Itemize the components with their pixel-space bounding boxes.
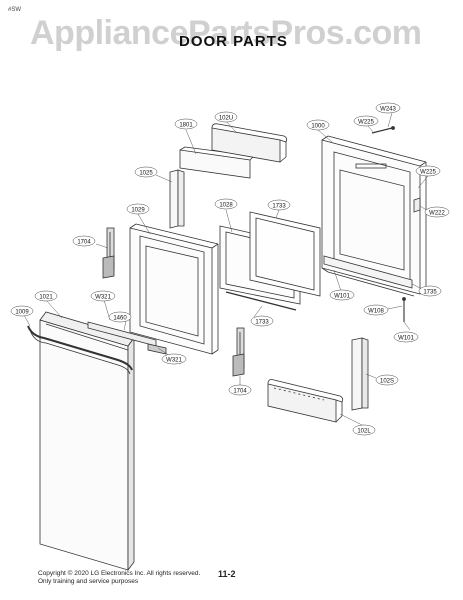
callout-w101-bottom-text: W101 [398, 336, 414, 342]
callout-1029: 1029 [126, 203, 150, 215]
callout-1009: 1009 [10, 305, 34, 317]
callout-1733-bottom-text: 1733 [255, 320, 269, 326]
callout-w101-bottom: W101 [393, 331, 419, 343]
callout-102u-text: 102U [219, 116, 233, 122]
copyright-line-1: Copyright © 2020 LG Electronics Inc. All… [38, 570, 201, 577]
callout-w321-top-text: W321 [95, 295, 111, 301]
part-102s-side-post [351, 337, 369, 411]
callout-102l: 102L [352, 424, 376, 436]
part-102l-lower-cover [267, 379, 344, 423]
callout-102s: 102S [375, 374, 399, 386]
callout-1028: 1028 [214, 198, 238, 210]
part-w243-screw [371, 126, 395, 134]
callout-1704-left-text: 1704 [77, 240, 91, 246]
callout-1009-text: 1009 [15, 310, 29, 316]
part-102u-top-cover [211, 123, 288, 163]
part-1735-bottom-strip [323, 255, 413, 289]
callout-1733-top-text: 1733 [272, 204, 286, 210]
part-1704-hinge-left [102, 227, 115, 279]
part-1009-door-handle [27, 325, 133, 375]
part-1733-inner-glass [249, 211, 321, 297]
callout-1025: 1025 [134, 166, 158, 178]
callout-w108: W108 [363, 304, 389, 316]
part-w222-bracket [413, 197, 421, 213]
part-1025-side-strip [169, 169, 185, 229]
callout-102u: 102U [214, 111, 238, 123]
callout-w243-text: W243 [380, 107, 396, 113]
callout-1704-right: 1704 [228, 384, 252, 396]
callout-w243: W243 [375, 102, 401, 114]
callout-1735: 1735 [418, 285, 442, 297]
watermark: AppliancePartsPros.com [30, 14, 422, 52]
callout-w321-top: W321 [90, 290, 116, 302]
callout-102l-text: 102L [357, 429, 371, 435]
page-title: DOOR PARTS [179, 33, 288, 50]
callout-1021: 1021 [34, 290, 58, 302]
callout-1704-left: 1704 [72, 235, 96, 247]
callout-1733-bottom: 1733 [250, 315, 274, 327]
callout-w225-top: W225 [353, 115, 379, 127]
callout-w321-bottom-text: W321 [166, 358, 182, 364]
callout-1735-text: 1735 [423, 290, 437, 296]
callout-w225-top-text: W225 [358, 120, 374, 126]
callout-1733-top: 1733 [267, 199, 291, 211]
callout-w222-text: W222 [429, 211, 445, 217]
callout-w101-top: W101 [329, 289, 355, 301]
callout-1704-right-text: 1704 [233, 389, 247, 395]
callout-1460: 1460 [108, 311, 132, 323]
callout-1025-text: 1025 [139, 171, 153, 177]
part-1704-hinge-right [232, 327, 245, 377]
part-w101-screw [402, 297, 406, 322]
callout-1000-text: 1000 [311, 124, 325, 130]
callout-w101-top-text: W101 [334, 294, 350, 300]
page-number: 11-2 [218, 569, 236, 579]
callout-1028-text: 1028 [219, 203, 233, 209]
footer-copyright: Copyright © 2020 LG Electronics Inc. All… [38, 570, 200, 586]
part-1029-inner-frame [129, 223, 219, 355]
callout-1029-text: 1029 [131, 208, 145, 214]
callout-1801: 1801 [174, 118, 198, 130]
callout-w222: W222 [424, 206, 450, 218]
callout-w108-text: W108 [368, 309, 384, 315]
callout-1000: 1000 [306, 119, 330, 131]
callout-1460-text: 1460 [113, 316, 127, 322]
part-w321-clip-lower [147, 343, 167, 355]
callout-labels: 1801 102U 1000 W243 W225 1025 1029 1028 … [10, 102, 450, 436]
leader-lines [23, 112, 434, 427]
callout-102s-text: 102S [380, 379, 394, 385]
callout-w225-side-text: W225 [420, 170, 436, 176]
copyright-line-2: Only training and service purposes [38, 578, 139, 585]
callout-1021-text: 1021 [39, 295, 53, 301]
callout-w321-bottom: W321 [161, 353, 187, 365]
callout-w225-side: W225 [415, 165, 441, 177]
corner-tag: #SW [8, 7, 22, 13]
part-1021-door-panel [39, 311, 135, 572]
part-1733-bottom-seal [225, 291, 297, 311]
callout-1801-text: 1801 [179, 123, 193, 129]
